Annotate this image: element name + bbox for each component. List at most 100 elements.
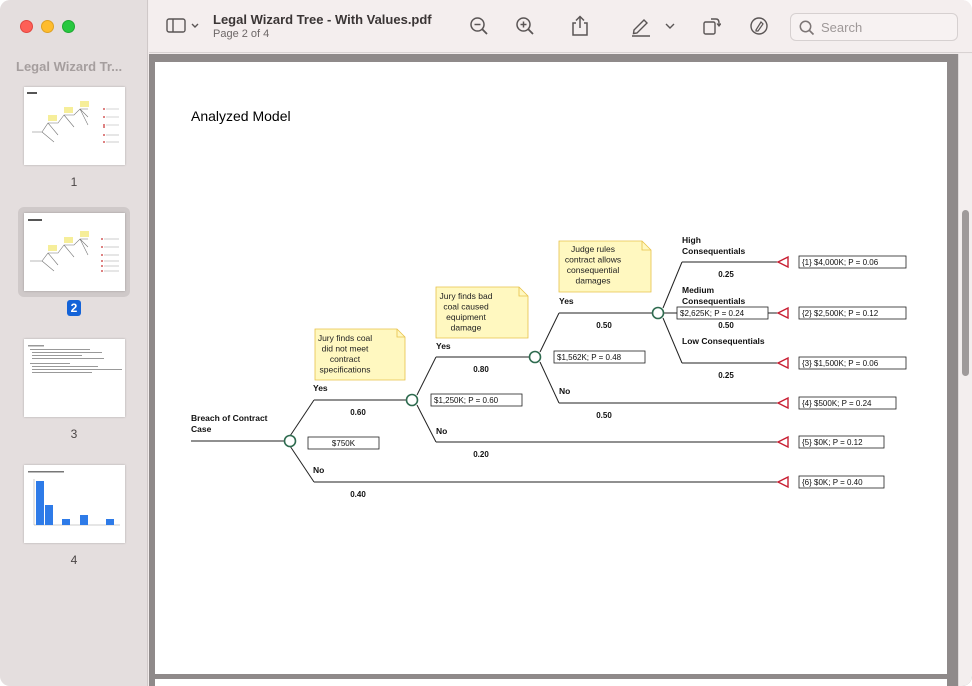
terminal-payoff: {1} $4,000K; P = 0.06 (802, 258, 879, 267)
note-line: specifications (319, 365, 370, 375)
terminal-node (776, 396, 789, 410)
window-controls (20, 20, 75, 33)
root-label: Breach of Contract (191, 413, 268, 423)
branch-probability: 0.80 (473, 365, 489, 374)
branch-probability: 0.60 (350, 408, 366, 417)
terminal-node (776, 356, 789, 370)
page-thumbnail-2[interactable] (24, 213, 125, 291)
note-box (435, 286, 529, 339)
terminal-node (776, 435, 789, 449)
scrollbar-thumb[interactable] (962, 210, 969, 376)
terminal-payoff: {4} $500K; P = 0.24 (802, 399, 872, 408)
zoom-in-icon (516, 17, 534, 35)
branch-label: Yes (436, 341, 451, 351)
note-line: Judge rules (571, 244, 615, 254)
minimize-window-button[interactable] (41, 20, 54, 33)
toolbar: Legal Wizard Tree - With Values.pdf Page… (149, 0, 972, 53)
branch-label: Yes (313, 383, 328, 393)
rotate-button[interactable] (699, 14, 723, 38)
branch-probability: 0.25 (718, 270, 734, 279)
thumbnail-1-image (27, 92, 119, 143)
sidebar-toggle-button[interactable] (165, 14, 201, 38)
terminal-node (776, 306, 789, 320)
branch-probability: 0.40 (350, 490, 366, 499)
note-line: coal caused (443, 302, 489, 312)
branch-probability: 0.25 (718, 371, 734, 380)
thumbnail-3-label: 3 (70, 427, 78, 441)
thumbnail-sidebar: Legal Wizard Tr... 1 (0, 0, 148, 686)
branch-label: High (682, 235, 701, 245)
note-line: did not meet (322, 344, 369, 354)
note-line: Jury finds coal (318, 333, 372, 343)
note-box (558, 240, 652, 293)
note-line: contract (330, 354, 361, 364)
rotate-icon (703, 18, 721, 35)
node-value: $1,250K; P = 0.60 (434, 396, 499, 405)
thumbnail-4-label: 4 (70, 553, 78, 567)
terminal-payoff: {2} $2,500K; P = 0.12 (802, 309, 879, 318)
markup-menu-button[interactable] (663, 14, 677, 38)
page-thumbnail-3[interactable] (24, 339, 125, 417)
node-value: $1,562K; P = 0.48 (557, 353, 622, 362)
sidebar-icon (166, 18, 199, 33)
thumbnail-2-image (28, 219, 119, 272)
terminal-payoff: {3} $1,500K; P = 0.06 (802, 359, 879, 368)
markup-circle-icon (750, 17, 768, 35)
close-window-button[interactable] (20, 20, 33, 33)
vertical-scrollbar[interactable] (958, 54, 972, 686)
branch-label: Low Consequentials (682, 336, 765, 346)
node-value: $750K (332, 439, 356, 448)
zoom-in-button[interactable] (513, 14, 537, 38)
chevron-down-icon (665, 23, 675, 29)
note-box (314, 328, 406, 381)
branch-label: Medium (682, 285, 715, 295)
terminal-node (776, 475, 789, 489)
branch-label: Yes (559, 296, 574, 306)
note-line: damage (451, 323, 482, 333)
branch-label: No (313, 465, 324, 475)
decision-tree-diagram: Jury finds coal did not meet contract sp… (191, 235, 907, 499)
branch-probability: 0.50 (596, 411, 612, 420)
zoom-window-button[interactable] (62, 20, 75, 33)
thumbnail-1-label: 1 (70, 175, 78, 189)
terminal-node (776, 255, 789, 269)
chance-node (283, 434, 297, 448)
note-line: contract allows (565, 255, 621, 265)
note-line: equipment (446, 312, 486, 322)
zoom-out-button[interactable] (467, 14, 491, 38)
thumbnail-4-image (28, 471, 120, 526)
branch-probability: 0.50 (718, 321, 734, 330)
note-line: damages (576, 276, 611, 286)
next-pdf-page-edge (155, 679, 947, 686)
chance-node (528, 350, 542, 364)
page-thumbnail-1[interactable] (24, 87, 125, 165)
chance-node (651, 306, 665, 320)
terminal-payoff: {5} $0K; P = 0.12 (802, 438, 863, 447)
note-line: consequential (567, 265, 620, 275)
search-field[interactable] (790, 13, 958, 41)
search-input[interactable] (821, 18, 951, 36)
terminal-payoff: {6} $0K; P = 0.40 (802, 478, 863, 487)
pdf-page: Analyzed Model (155, 62, 947, 674)
branch-probability: 0.50 (596, 321, 612, 330)
search-icon (799, 20, 815, 36)
share-icon (572, 15, 588, 36)
branch-label: No (559, 386, 570, 396)
root-label: Case (191, 424, 212, 434)
zoom-out-icon (470, 17, 488, 35)
node-value: $2,625K; P = 0.24 (680, 309, 745, 318)
page-indicator: Page 2 of 4 (213, 28, 270, 40)
page-thumbnail-4[interactable] (24, 465, 125, 543)
note-line: Jury finds bad (440, 291, 493, 301)
document-viewport[interactable]: Analyzed Model (149, 54, 972, 686)
sidebar-title: Legal Wizard Tr... (16, 59, 123, 74)
chance-node (405, 393, 419, 407)
share-button[interactable] (568, 14, 592, 38)
document-title: Legal Wizard Tree - With Values.pdf (213, 12, 432, 27)
branch-label: Consequentials (682, 246, 746, 256)
branch-label: Consequentials (682, 296, 746, 306)
markup-button[interactable] (629, 14, 653, 38)
page-title: Analyzed Model (191, 108, 291, 124)
annotate-button[interactable] (747, 14, 771, 38)
